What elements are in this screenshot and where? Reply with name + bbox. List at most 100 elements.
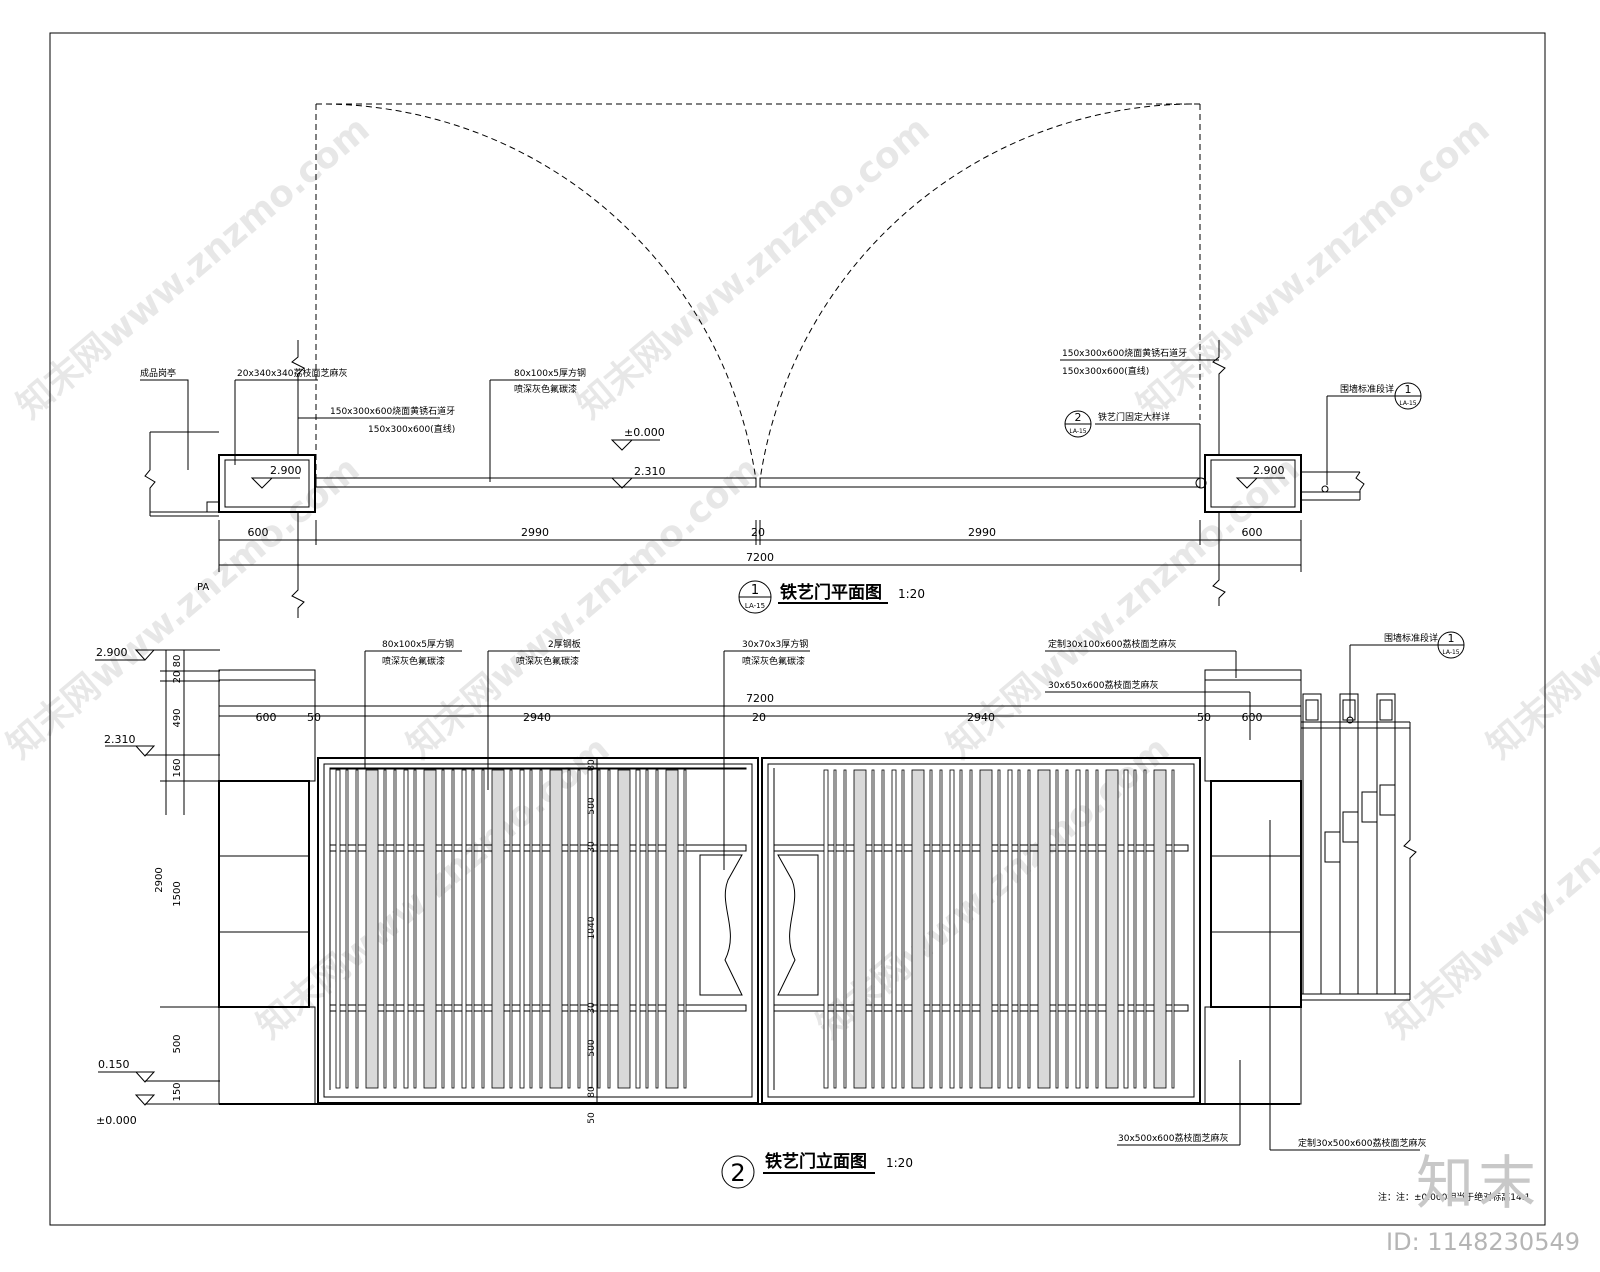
handle-ornament-left	[699, 854, 743, 996]
pier-left-body	[218, 780, 310, 1008]
pier-right-base	[1204, 1006, 1302, 1105]
dim-v-2900: 2900	[154, 867, 165, 892]
drawing-frame	[49, 32, 1546, 1226]
gate-bar	[1171, 769, 1175, 1089]
elev-title-num: 2	[730, 1159, 745, 1187]
level-2900-right: 2.900	[1253, 464, 1285, 477]
plan-title-num: 1	[751, 583, 759, 598]
gate-bar	[891, 769, 897, 1089]
gate-dim-500-top: 500	[587, 797, 597, 814]
gate-dim-500-bottom: 500	[587, 1039, 597, 1056]
gate-panel-infill	[1037, 769, 1051, 1089]
handle-ornament-right	[777, 854, 819, 996]
gate-right-frame	[761, 757, 1201, 1104]
detail-ref-1-num: 1	[1405, 383, 1412, 396]
gate-dim-80-bottom: 80	[587, 1086, 597, 1098]
dim-v-80: 80	[172, 655, 183, 668]
gate-left-rail-top	[329, 844, 747, 852]
dim-v-20: 20	[172, 671, 183, 684]
elev-title-symbol	[721, 1155, 755, 1189]
dim-600-right: 600	[1242, 526, 1263, 539]
detail-ref-2-num: 2	[1075, 411, 1082, 424]
gate-dim-80-top: 80	[587, 759, 597, 771]
level-2310: 2.310	[634, 465, 666, 478]
gate-bar	[1075, 769, 1081, 1089]
gate-bar	[519, 769, 525, 1089]
note-steel-2: 喷深灰色氟碳漆	[514, 383, 577, 395]
gate-panel-infill	[979, 769, 993, 1089]
gate-bar	[1123, 769, 1129, 1089]
gate-bar	[969, 769, 973, 1089]
level-elev-0000: ±0.000	[96, 1114, 137, 1127]
pier-left-cap	[218, 679, 316, 782]
gate-bar	[655, 769, 659, 1089]
gate-bar	[335, 769, 341, 1089]
gate-bar	[949, 769, 955, 1089]
dim-v-500: 500	[172, 1034, 183, 1053]
dim-2990-right: 2990	[968, 526, 996, 539]
detail-ref-1-sub: LA-15	[1399, 400, 1416, 407]
gate-panel-infill	[1105, 769, 1119, 1089]
gate-bar	[1143, 769, 1147, 1089]
standard-wall-segment	[1301, 693, 1417, 1001]
dim-v-160: 160	[172, 758, 183, 777]
gate-bar	[393, 769, 397, 1089]
elev-dim-20: 20	[752, 711, 766, 724]
elev-scale: 1:20	[886, 1156, 913, 1170]
watermark: 知末网www.znzmo.com	[1379, 729, 1600, 1047]
level-0000: ±0.000	[624, 426, 665, 439]
elev-dim-600-right: 600	[1242, 711, 1263, 724]
gate-bar	[481, 769, 485, 1089]
gate-panel-infill	[911, 769, 925, 1089]
gate-bar	[901, 769, 905, 1089]
note-elev-plate-2: 喷深灰色氟碳漆	[516, 655, 579, 667]
elev-detail-ref-sub: LA-15	[1442, 649, 1459, 656]
gate-bar	[871, 769, 875, 1089]
watermark: 知末网www.znzmo.com	[399, 449, 767, 767]
pier-left	[218, 454, 316, 513]
gate-bar	[959, 769, 963, 1089]
gate-dim-30-top: 30	[587, 841, 597, 853]
gate-bar	[1133, 769, 1137, 1089]
watermark: 知末网www.znzmo.com	[1129, 109, 1497, 427]
watermark: 知末网www.znzmo.com	[9, 109, 377, 427]
gate-bar	[997, 769, 1001, 1089]
note-elev-base: 30x500x600荔枝面芝麻灰	[1118, 1132, 1228, 1144]
gate-bar	[683, 769, 687, 1089]
watermark: 知末网www.znzmo.com	[569, 109, 937, 427]
detail-ref-2-sub: LA-15	[1069, 428, 1086, 435]
gate-right-bars	[823, 769, 1175, 1089]
gate-panel-infill	[423, 769, 437, 1089]
gate-bar	[607, 769, 611, 1089]
gate-bar	[833, 769, 837, 1089]
gate-bar	[881, 769, 885, 1089]
swing-arc-left	[315, 103, 757, 481]
note-elev-plate-1: 2厚钢板	[548, 638, 581, 650]
note-elev-base-custom: 定制30x500x600荔枝面芝麻灰	[1298, 1137, 1426, 1149]
note-kiosk: 成品岗亭	[140, 367, 176, 379]
gate-panel-infill	[365, 769, 379, 1089]
elev-dim-2940-right: 2940	[967, 711, 995, 724]
pier-right-cap	[1204, 679, 1302, 782]
gate-bar	[577, 769, 581, 1089]
gate-bar	[509, 769, 513, 1089]
elev-dim-2940-left: 2940	[523, 711, 551, 724]
level-2900-left: 2.900	[270, 464, 302, 477]
dim-2990-left: 2990	[521, 526, 549, 539]
gate-bar	[461, 769, 467, 1089]
gate-bar	[635, 769, 641, 1089]
gate-bar	[1095, 769, 1099, 1089]
plan-scale: 1:20	[898, 587, 925, 601]
gate-bar	[1017, 769, 1021, 1089]
note-elev-tube-1: 30x70x3厚方钢	[742, 638, 808, 650]
gate-bar	[823, 769, 829, 1089]
gate-bar	[471, 769, 475, 1089]
note-steel-1: 80x100x5厚方钢	[514, 367, 586, 379]
gate-bar	[441, 769, 445, 1089]
gate-panel-infill	[491, 769, 505, 1089]
watermark-layer: 知末网www.znzmo.com 知末网www.znzmo.com 知末网www…	[0, 109, 1600, 1047]
gate-bar	[413, 769, 417, 1089]
gate-bar	[843, 769, 847, 1089]
dim-v-1500: 1500	[172, 881, 183, 906]
gate-bar	[1027, 769, 1031, 1089]
